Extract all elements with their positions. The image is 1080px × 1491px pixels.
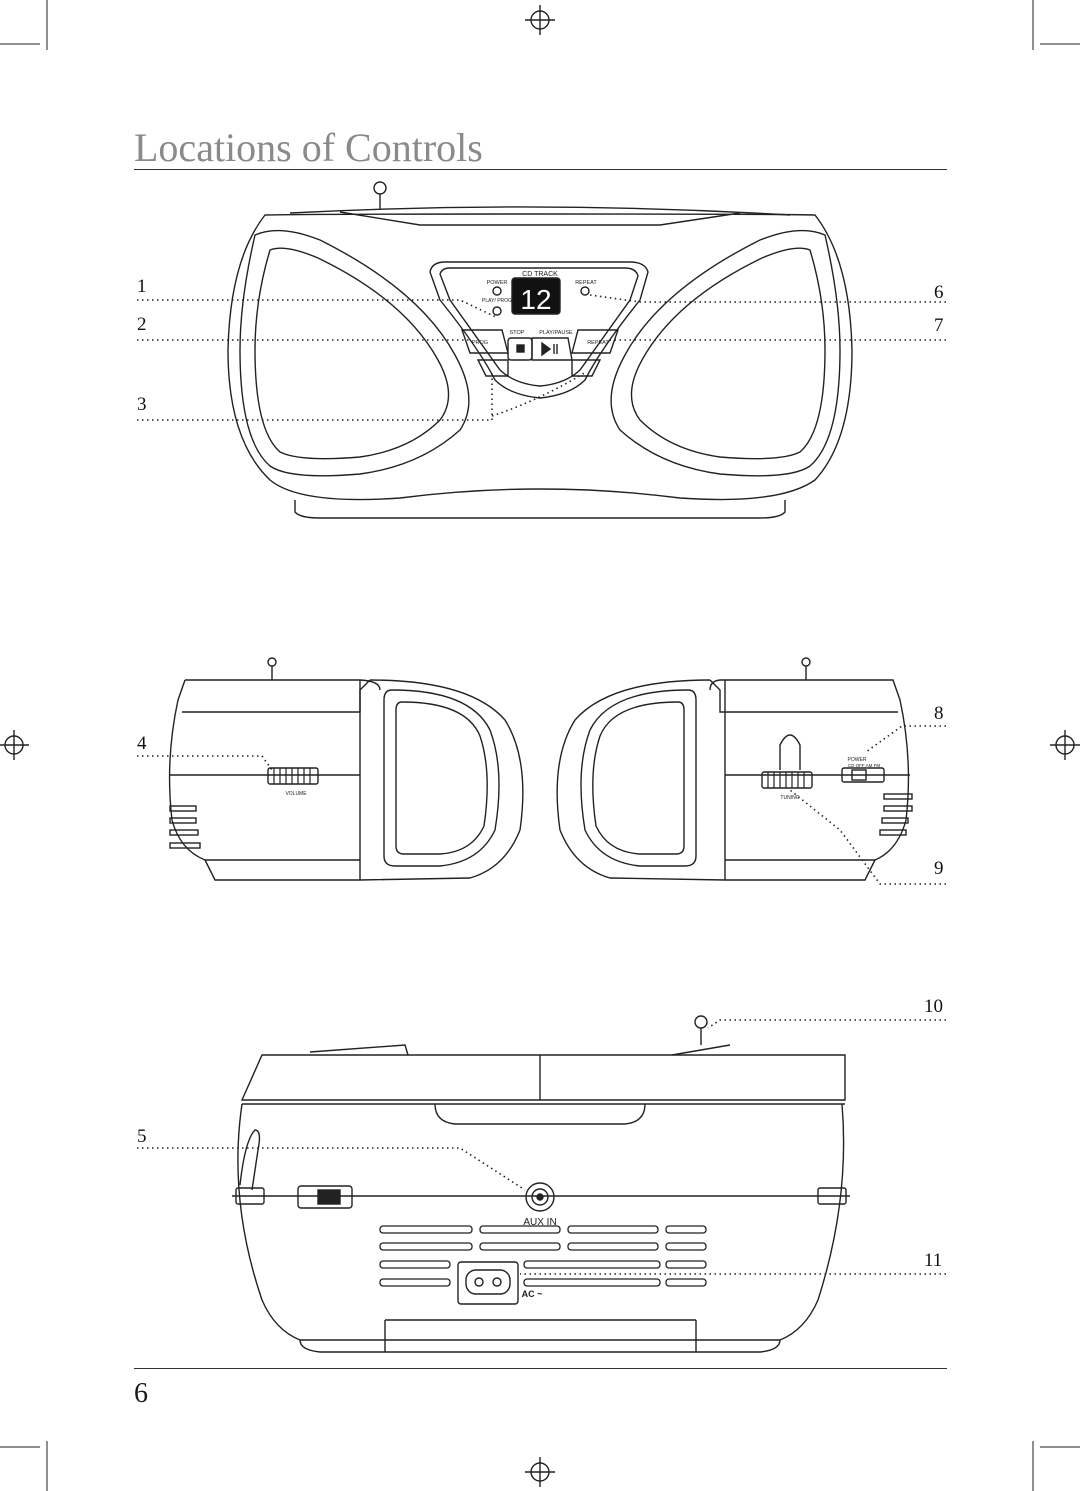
- callout-7: 7: [934, 315, 944, 336]
- callout-9: 9: [934, 858, 944, 879]
- callout-1: 1: [137, 276, 147, 297]
- cd-track-label: CD TRACK: [522, 271, 558, 278]
- callout-2: 2: [137, 314, 147, 335]
- callout-10: 10: [924, 996, 943, 1017]
- callout-4: 4: [137, 733, 147, 754]
- front-view: [137, 181, 946, 519]
- play-pause-label: PLAY/PAUSE: [539, 330, 573, 336]
- aux-in-label: AUX IN: [523, 1217, 556, 1228]
- callout-5: 5: [137, 1126, 147, 1147]
- side-view-right: [556, 657, 946, 885]
- stop-label: STOP: [510, 330, 525, 336]
- callout-6: 6: [934, 282, 944, 303]
- volume-label: VOLUME: [285, 791, 307, 797]
- ac-label: AC ~: [522, 1289, 543, 1299]
- side-view-left: [137, 657, 524, 881]
- switch-positions-label: CD OFF AM FM: [848, 763, 880, 768]
- repeat-button-label: REPEAT: [587, 340, 609, 346]
- power-label: POWER: [487, 280, 508, 286]
- page-title: Locations of Controls: [134, 125, 483, 170]
- callout-8: 8: [934, 703, 944, 724]
- callout-3: 3: [137, 394, 147, 415]
- repeat-led-label: REPEAT: [575, 280, 597, 286]
- callout-11: 11: [924, 1250, 943, 1271]
- tuning-label: TUNING: [780, 795, 799, 801]
- page-number: 6: [134, 1378, 148, 1409]
- track-display-value: 12: [520, 284, 551, 315]
- power-switch-label: POWER: [848, 757, 867, 763]
- prog-button-label: PROG: [472, 340, 488, 346]
- rear-view: [137, 1015, 946, 1353]
- title-rule: [134, 169, 947, 170]
- play-prog-label: PLAY/ PROG: [482, 298, 512, 304]
- registration-mark-icon: [0, 5, 1080, 1487]
- footer-rule: [134, 1368, 947, 1369]
